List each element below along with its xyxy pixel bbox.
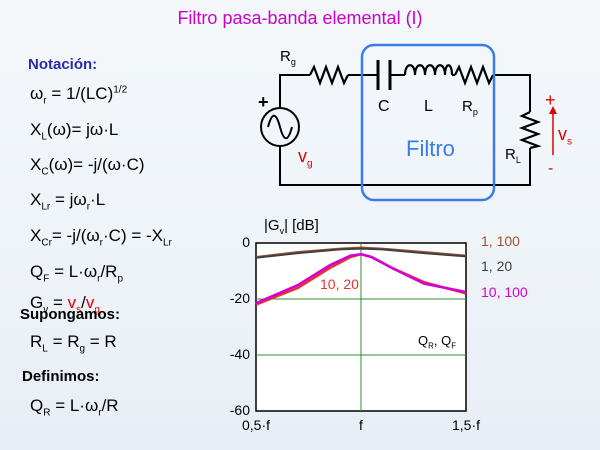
resistor-rl bbox=[518, 111, 542, 150]
y-tick-label: -40 bbox=[229, 346, 250, 362]
y-tick-label: -60 bbox=[229, 402, 250, 418]
series-line-0 bbox=[255, 246, 467, 258]
x-tick-label: 0,5·f bbox=[241, 417, 270, 433]
q-annotation: QR, QF bbox=[418, 333, 457, 351]
inductor-l bbox=[403, 64, 454, 76]
series-line-3 bbox=[255, 252, 467, 305]
series-label-2: 10, 20 bbox=[320, 276, 359, 292]
series-layer bbox=[255, 246, 467, 306]
x-tick-label: f bbox=[359, 417, 363, 433]
series-label-0: 1, 100 bbox=[481, 233, 520, 249]
formula-xlr: XLr = jωr·L bbox=[30, 190, 106, 213]
suppose-heading: Supongamos: bbox=[20, 306, 120, 323]
rg-label: Rg bbox=[280, 48, 296, 67]
source-plus: + bbox=[258, 92, 269, 112]
vg-label: vg bbox=[298, 146, 313, 170]
series-label-1: 1, 20 bbox=[481, 258, 513, 274]
formula-qf: QF = L·ωr/Rp bbox=[30, 262, 124, 285]
define-heading: Definimos: bbox=[22, 368, 100, 385]
capacitor-label: C bbox=[378, 98, 390, 115]
vs-plus: + bbox=[545, 90, 556, 110]
resistor-rp bbox=[454, 63, 494, 87]
formula-omega-r: ωr = 1/(LC)1/2 bbox=[30, 84, 128, 107]
y-tick-label: 0 bbox=[242, 234, 250, 250]
vs-label: vs bbox=[558, 124, 572, 148]
formula-qr: QR = L·ωr/R bbox=[30, 396, 119, 419]
series-label-3: 10, 100 bbox=[481, 284, 528, 300]
vs-minus: - bbox=[548, 160, 554, 177]
y-axis-label: |Gv| [dB] bbox=[264, 217, 319, 236]
rp-label: Rp bbox=[462, 98, 478, 117]
series-line-1 bbox=[255, 247, 467, 259]
rl-label: RL bbox=[505, 146, 521, 165]
inductor-label: L bbox=[424, 98, 433, 115]
filter-box bbox=[360, 43, 496, 202]
voltage-source bbox=[260, 107, 300, 147]
sine-icon bbox=[267, 114, 293, 140]
formula-rl-rg: RL = Rg = R bbox=[30, 332, 117, 355]
formula-gv: Gv = vs/vg bbox=[30, 293, 100, 316]
filter-label: Filtro bbox=[406, 136, 455, 161]
grid bbox=[256, 243, 466, 411]
page-title: Filtro pasa-banda elemental (I) bbox=[177, 8, 423, 28]
y-tick-label: -20 bbox=[229, 290, 250, 306]
notation-heading: Notación: bbox=[28, 56, 98, 73]
formula-xl: XL(ω)= jω·L bbox=[30, 120, 119, 143]
resistor-rg bbox=[309, 63, 349, 87]
formula-xc: XC(ω)= -j/(ω·C) bbox=[30, 155, 145, 178]
x-tick-label: 1,5·f bbox=[451, 417, 480, 433]
formula-xcr: XCr= -j/(ωr·C) = -XLr bbox=[30, 226, 172, 249]
